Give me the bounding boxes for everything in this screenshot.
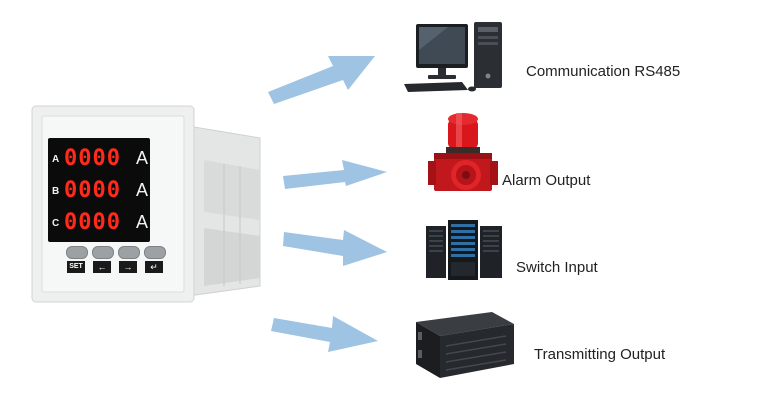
phase-row-b: B 0000 A <box>52 178 148 206</box>
enter-button[interactable] <box>144 246 166 259</box>
rack-chassis-icon <box>406 308 518 382</box>
alarm-siren-icon <box>428 105 500 195</box>
arrow-right-icon: → <box>119 261 137 273</box>
phase-label: B <box>52 186 60 197</box>
phase-label: A <box>52 154 60 165</box>
output-label-transmitting: Transmitting Output <box>534 346 666 363</box>
keypad: SET ← → ↵ <box>66 246 176 280</box>
output-label-switch: Switch Input <box>516 259 598 276</box>
arrow-to-transmitting <box>271 316 378 352</box>
set-button[interactable] <box>66 246 88 259</box>
display-screen: A 0000 A B 0000 A C 0000 A <box>48 138 150 242</box>
arrow-to-communication <box>268 56 375 104</box>
output-label-alarm: Alarm Output <box>502 172 591 189</box>
output-label-communication: Communication RS485 <box>526 63 681 80</box>
phase-row-a: A 0000 A <box>52 146 148 174</box>
panel-meter: A 0000 A B 0000 A C 0000 A SET ← → ↵ <box>28 100 268 310</box>
phase-label: C <box>52 218 60 229</box>
arrow-to-alarm <box>283 160 387 189</box>
left-button[interactable] <box>92 246 114 259</box>
phase-row-c: C 0000 A <box>52 210 148 238</box>
enter-icon: ↵ <box>145 261 163 273</box>
current-reading: 0000 <box>64 210 121 235</box>
set-label: SET <box>67 261 85 273</box>
computer-icon <box>400 18 510 94</box>
current-reading: 0000 <box>64 178 121 203</box>
arrow-to-switch <box>283 230 387 266</box>
right-button[interactable] <box>118 246 140 259</box>
current-reading: 0000 <box>64 146 121 171</box>
unit-label: A <box>136 180 149 200</box>
arrow-left-icon: ← <box>93 261 111 273</box>
unit-label: A <box>136 148 149 168</box>
server-rack-icon <box>424 216 506 282</box>
unit-label: A <box>136 212 149 232</box>
